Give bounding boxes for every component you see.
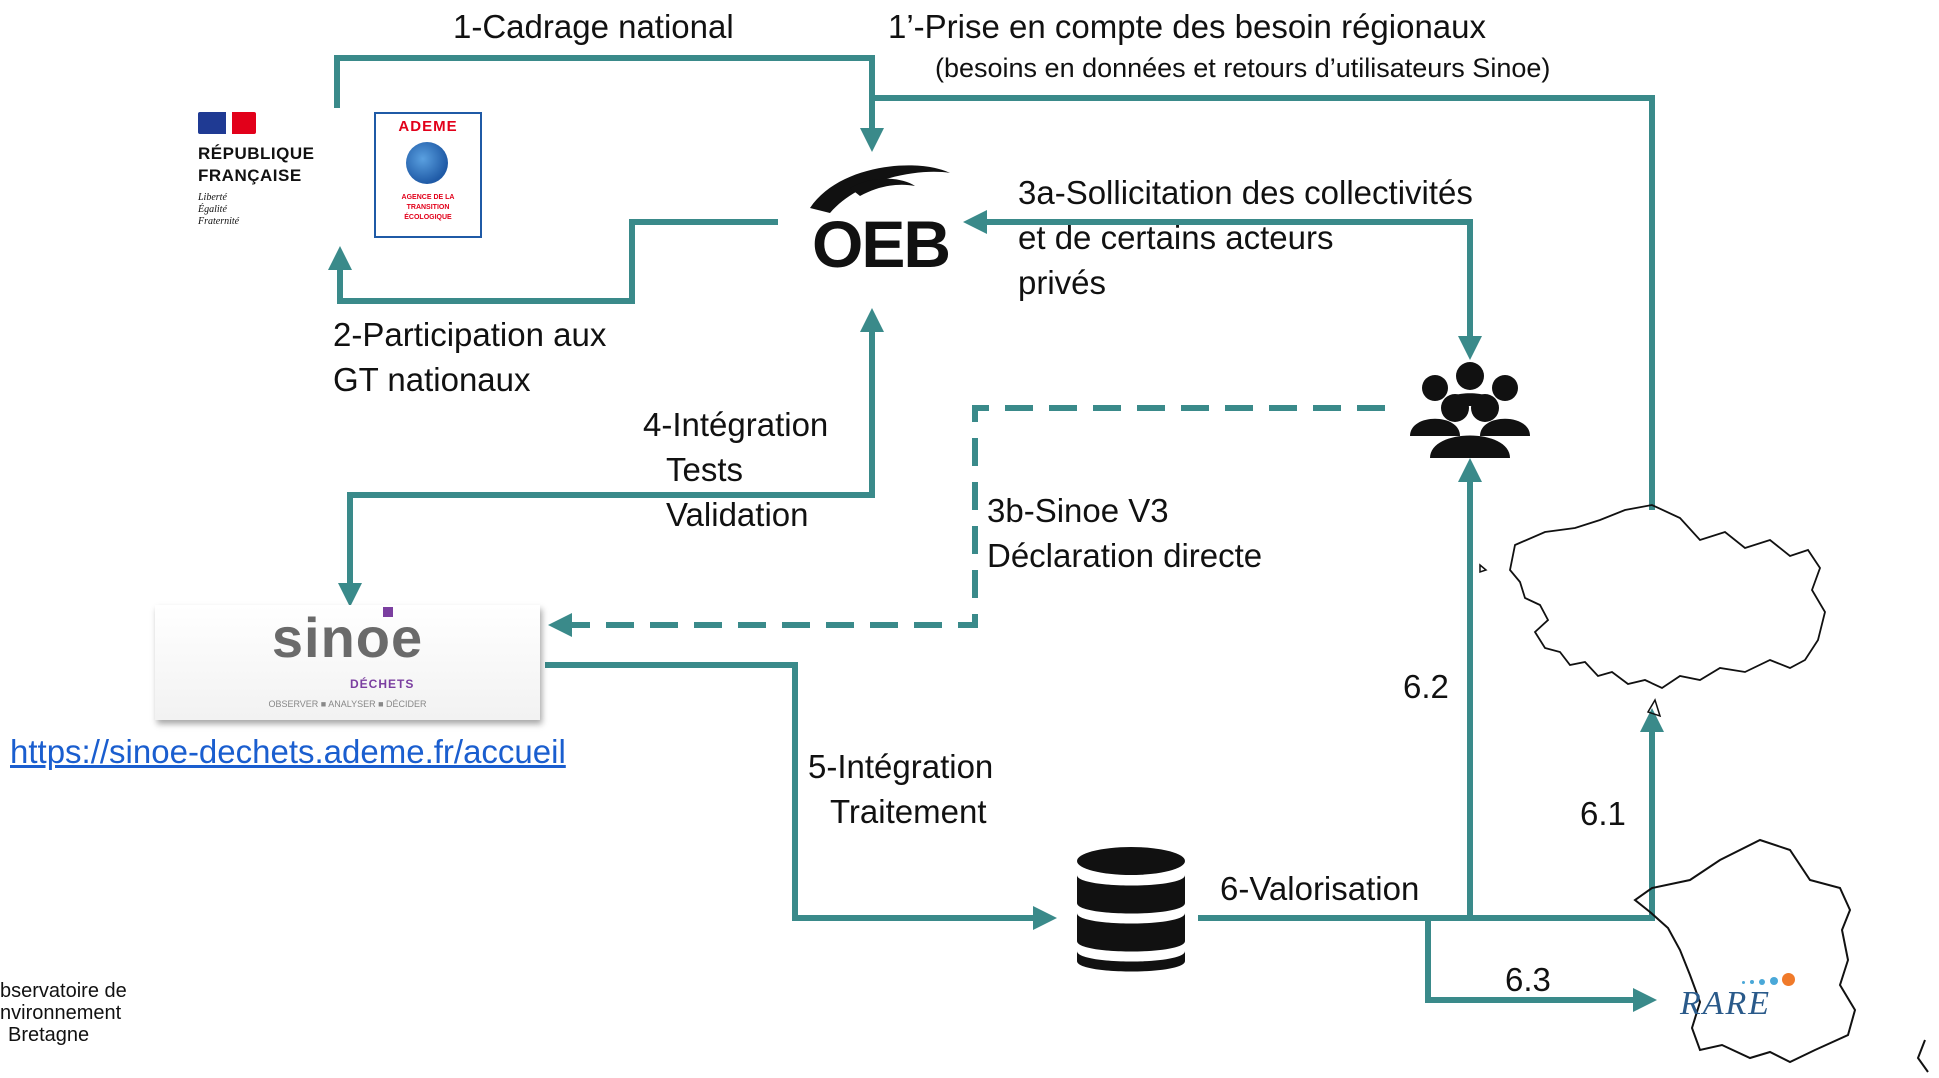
step-6-label: 6-Valorisation [1220,870,1420,907]
ademe-title: ADEME [398,118,458,135]
step-1prime-label: 1’-Prise en compte des besoin régionaux [888,8,1487,45]
globe-icon [406,142,448,184]
step-4-label-2: Tests [666,451,744,488]
oeb-footer-text: bservatoire de nvironnement Bretagne [0,980,160,1046]
rare-logo: RARE [1680,965,1800,1025]
step-6-2-label: 6.2 [1403,668,1449,705]
flag-icon [198,112,256,134]
sinoe-accent-icon [383,607,393,617]
oeb-text: OEB [812,207,951,281]
rf-motto-1: Liberté [198,192,227,203]
people-group-icon [1410,362,1530,458]
step-3b-label-2: Déclaration directe [987,537,1263,574]
ademe-sub-2: TRANSITION [406,204,450,211]
step-4-label-1: 4-Intégration [643,406,829,443]
step-3a-label-1: 3a-Sollicitation des collectivités [1018,174,1473,211]
footer-line-3: Bretagne [8,1024,90,1046]
arrow-6-3 [1425,918,1657,1012]
rf-motto-3: Fraternité [198,216,240,227]
arrow-5-traitement [545,662,1057,930]
database-icon [1077,847,1185,972]
arrow-1prime-besoins [872,95,1655,510]
republique-francaise-logo: RÉPUBLIQUE FRANÇAISE Liberté Égalité Fra… [198,112,338,242]
rf-title-2: FRANÇAISE [198,166,302,185]
ademe-logo: ADEME AGENCE DE LA TRANSITION ÉCOLOGIQUE [374,112,482,238]
step-3b-label-1: 3b-Sinoe V3 [987,492,1169,529]
step-6-1-label: 6.1 [1580,795,1626,832]
rare-text: RARE [1680,985,1772,1022]
sinoe-sub: DÉCHETS [350,677,415,691]
france-map [1633,838,1857,1064]
step-6-3-label: 6.3 [1505,961,1551,998]
footer-line-1: bservatoire de [0,980,127,1002]
sinoe-tagline: OBSERVER ■ ANALYSER ■ DÉCIDER [268,699,427,709]
step-5-label-1: 5-Intégration [808,748,994,785]
brittany-map [1509,504,1826,690]
step-4-label-3: Validation [666,496,809,533]
rf-motto-2: Égalité [198,204,227,215]
arrow-3a-sollicitation [963,210,1482,360]
rf-title-1: RÉPUBLIQUE [198,144,315,163]
ademe-sub-1: AGENCE DE LA [401,194,455,201]
oeb-logo: OEB [800,158,960,288]
step-3a-label-3: privés [1018,264,1107,301]
sinoe-logo: sinoe DÉCHETS OBSERVER ■ ANALYSER ■ DÉCI… [155,605,540,720]
step-5-label-2: Traitement [830,793,987,830]
footer-line-2: nvironnement [0,1002,122,1024]
step-2-label-1: 2-Participation aux [333,316,607,353]
step-3a-label-2: et de certains acteurs [1018,219,1334,256]
sinoe-name: sinoe [271,606,424,669]
oeb-swoosh-icon [810,165,950,213]
arrow-4-integration [338,308,884,607]
arrow-6-valorisation [1198,708,1664,921]
sinoe-url-link[interactable]: https://sinoe-dechets.ademe.fr/accueil [10,733,566,770]
step-1prime-sublabel: (besoins en données et retours d’utilisa… [935,53,1551,83]
step-2-label-2: GT nationaux [333,361,531,398]
ademe-sub-3: ÉCOLOGIQUE [404,214,452,221]
arrow-2-participation [328,219,778,304]
rare-dots-icon [1742,973,1802,987]
step-1-label: 1-Cadrage national [453,8,734,45]
